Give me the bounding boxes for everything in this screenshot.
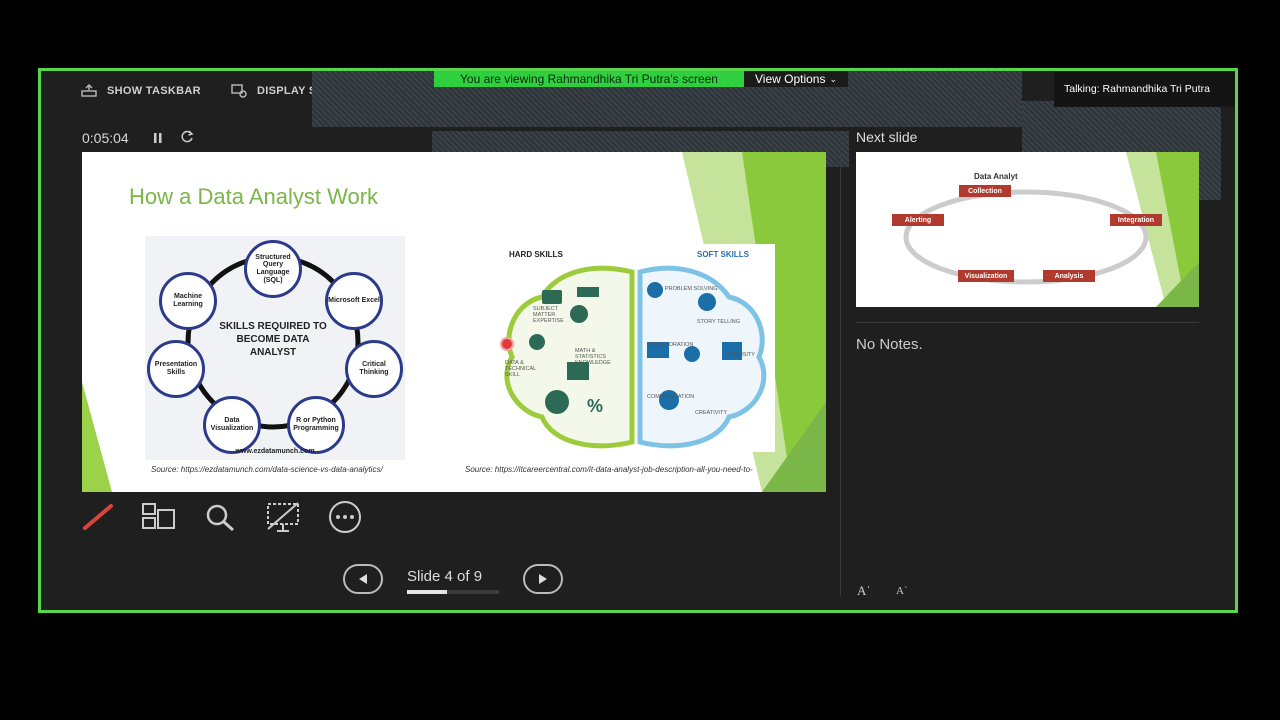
view-options-label: View Options	[754, 72, 826, 86]
right-source-caption: Source: https://itcareercentral.com/it-d…	[465, 465, 753, 474]
next-slide-preview[interactable]: Data Analyt Collection Alerting Integrat…	[856, 152, 1199, 307]
soft-skill-communication: COMMUNICATION	[647, 394, 695, 400]
laser-pen-icon	[83, 504, 113, 530]
hard-skill-data-technical: DATA & TECHNICAL SKILL	[505, 360, 536, 378]
slide-decoration-left	[82, 382, 112, 492]
previous-slide-button[interactable]	[343, 564, 383, 594]
next-slide-button[interactable]	[523, 564, 563, 594]
brain-illustration: %	[504, 265, 767, 449]
show-taskbar-label: SHOW TASKBAR	[107, 85, 201, 97]
increase-font-button[interactable]: Aˈ	[857, 583, 871, 599]
slide-title: How a Data Analyst Work	[129, 184, 379, 209]
preview-title: Data Analyt	[974, 172, 1018, 181]
magnifier-icon	[206, 504, 234, 532]
skill-node-machine-learning: Machine Learning	[159, 272, 217, 330]
slide-progress-fill	[407, 590, 448, 594]
screen-share-banner-text: You are viewing Rahmandhika Tri Putra's …	[460, 72, 718, 86]
zoom-button[interactable]	[201, 497, 241, 537]
notes-divider	[856, 322, 1199, 323]
presenter-view: SHOW TASKBAR DISPLAY SE You are viewing …	[41, 71, 1235, 610]
skill-node-excel: Microsoft Excel	[325, 272, 383, 330]
display-settings-label: DISPLAY SE	[257, 85, 325, 97]
view-options-button[interactable]: View Options ⌄	[744, 71, 848, 87]
panel-divider	[840, 131, 841, 596]
talking-text: Talking: Rahmandhika Tri Putra	[1064, 83, 1210, 95]
slide-progress-track	[407, 590, 499, 594]
preview-box-analysis: Analysis	[1043, 270, 1095, 282]
preview-cycle-arrows	[903, 189, 1149, 285]
grid-slides-icon	[142, 503, 175, 529]
taskbar-icon	[81, 84, 97, 97]
show-taskbar-button[interactable]: SHOW TASKBAR	[81, 84, 201, 98]
soft-skill-collaboration: COLLABORATION	[647, 342, 694, 348]
skill-node-presentation: Presentation Skills	[147, 340, 205, 398]
soft-skill-creativity: CREATIVITY	[695, 410, 727, 416]
black-screen-button[interactable]	[263, 497, 303, 537]
speaker-notes: No Notes.	[856, 336, 923, 353]
skill-node-critical-thinking: Critical Thinking	[345, 340, 403, 398]
decrease-font-icon: Aˋ	[896, 585, 908, 597]
decrease-font-button[interactable]: Aˋ	[896, 585, 908, 597]
svg-text:%: %	[587, 396, 603, 416]
soft-skill-story-telling: STORY TELLING	[697, 319, 741, 325]
next-slide-label: Next slide	[856, 129, 918, 145]
display-settings-icon	[231, 84, 247, 98]
pause-button[interactable]	[153, 131, 163, 149]
triangle-left-icon	[359, 574, 367, 584]
increase-font-icon: Aˈ	[857, 583, 871, 598]
slide-indicator: Slide 4 of 9	[407, 568, 483, 585]
preview-box-collection: Collection	[959, 185, 1011, 197]
skill-node-data-visualization: Data Visualization	[203, 396, 261, 454]
left-source-caption: Source: https://ezdatamunch.com/data-sci…	[151, 465, 383, 474]
ezdatamunch-website: www.ezdatamunch.com	[235, 448, 315, 455]
skill-node-sql: Structured Query Language (SQL)	[244, 240, 302, 298]
preview-box-visualization: Visualization	[958, 270, 1014, 282]
hard-skills-label: HARD SKILLS	[509, 250, 563, 259]
screen-off-icon	[267, 502, 299, 532]
screen-share-banner: You are viewing Rahmandhika Tri Putra's …	[434, 71, 744, 87]
restart-icon	[181, 130, 194, 143]
chevron-down-icon: ⌄	[829, 73, 838, 84]
hard-soft-skills-image: HARD SKILLS SOFT SKILLS %	[497, 244, 775, 452]
elapsed-timer: 0:05:04	[82, 130, 129, 146]
soft-skills-label: SOFT SKILLS	[697, 250, 749, 259]
preview-box-integration: Integration	[1110, 214, 1162, 226]
see-all-slides-button[interactable]	[139, 497, 179, 537]
hard-skill-math-stats: MATH & STATISTICS KNOWLEDGE	[575, 348, 611, 366]
laser-pointer-dot	[500, 337, 514, 351]
preview-box-alerting: Alerting	[892, 214, 944, 226]
hard-skill-subject-matter: SUBJECT MATTER EXPERTISE	[533, 306, 564, 324]
presenter-view-frame: SHOW TASKBAR DISPLAY SE You are viewing …	[38, 68, 1238, 613]
display-settings-button[interactable]: DISPLAY SE	[231, 84, 324, 98]
preview-decoration	[1096, 152, 1199, 307]
skill-node-r-python: R or Python Programming	[287, 396, 345, 454]
triangle-right-icon	[539, 574, 547, 584]
more-icon	[329, 501, 361, 533]
current-slide: How a Data Analyst Work SKILLS REQUIRED …	[82, 152, 826, 492]
wheel-center-text: SKILLS REQUIRED TO BECOME DATA ANALYST	[219, 321, 327, 358]
soft-skill-problem-solving: PROBLEM SOLVING	[665, 286, 718, 292]
pen-tool-button[interactable]	[79, 497, 119, 537]
restart-timer-button[interactable]	[181, 130, 194, 148]
talking-indicator: Talking: Rahmandhika Tri Putra	[1054, 71, 1235, 107]
soft-skill-curiosity: CURIOSITY	[725, 352, 755, 358]
skills-wheel-image: SKILLS REQUIRED TO BECOME DATA ANALYST S…	[145, 236, 405, 460]
more-options-button[interactable]	[325, 497, 365, 537]
pause-icon	[154, 133, 162, 143]
